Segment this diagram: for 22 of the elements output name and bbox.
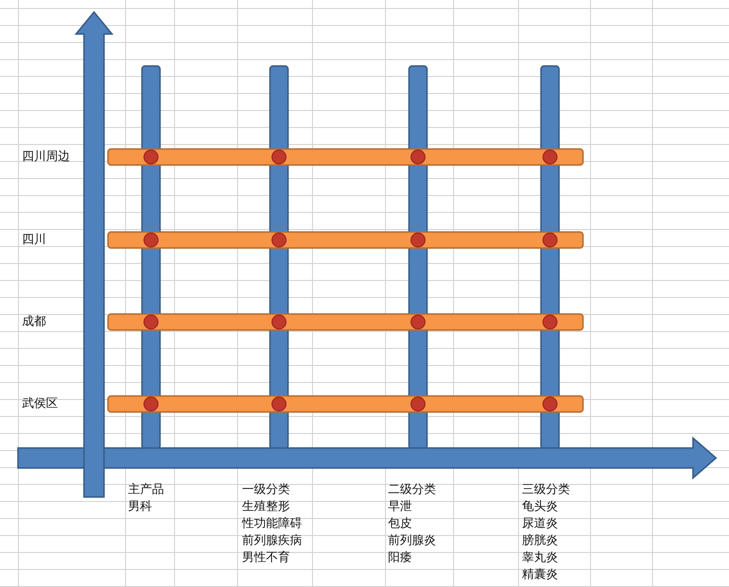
category-text: 男性不育 [242, 550, 290, 565]
row-label: 武侯区 [22, 396, 58, 411]
column-heading: 主产品 [128, 482, 164, 497]
category-text: 生殖整形 [242, 499, 290, 514]
row-label: 成都 [22, 314, 46, 329]
row-label: 四川 [22, 232, 46, 247]
category-text: 睾丸炎 [522, 550, 558, 565]
category-text: 阳痿 [388, 550, 412, 565]
column-heading: 三级分类 [522, 482, 570, 497]
category-text: 早泄 [388, 499, 412, 514]
category-text: 男科 [128, 499, 152, 514]
category-text: 前列腺炎 [388, 533, 436, 548]
category-text: 前列腺疾病 [242, 533, 302, 548]
category-text: 尿道炎 [522, 516, 558, 531]
row-label: 四川周边 [22, 149, 70, 164]
category-text: 包皮 [388, 516, 412, 531]
column-heading: 二级分类 [388, 482, 436, 497]
category-text: 性功能障碍 [242, 516, 302, 531]
category-text: 膀胱炎 [522, 533, 558, 548]
category-text: 龟头炎 [522, 499, 558, 514]
column-heading: 一级分类 [242, 482, 290, 497]
category-text: 精囊炎 [522, 567, 558, 582]
